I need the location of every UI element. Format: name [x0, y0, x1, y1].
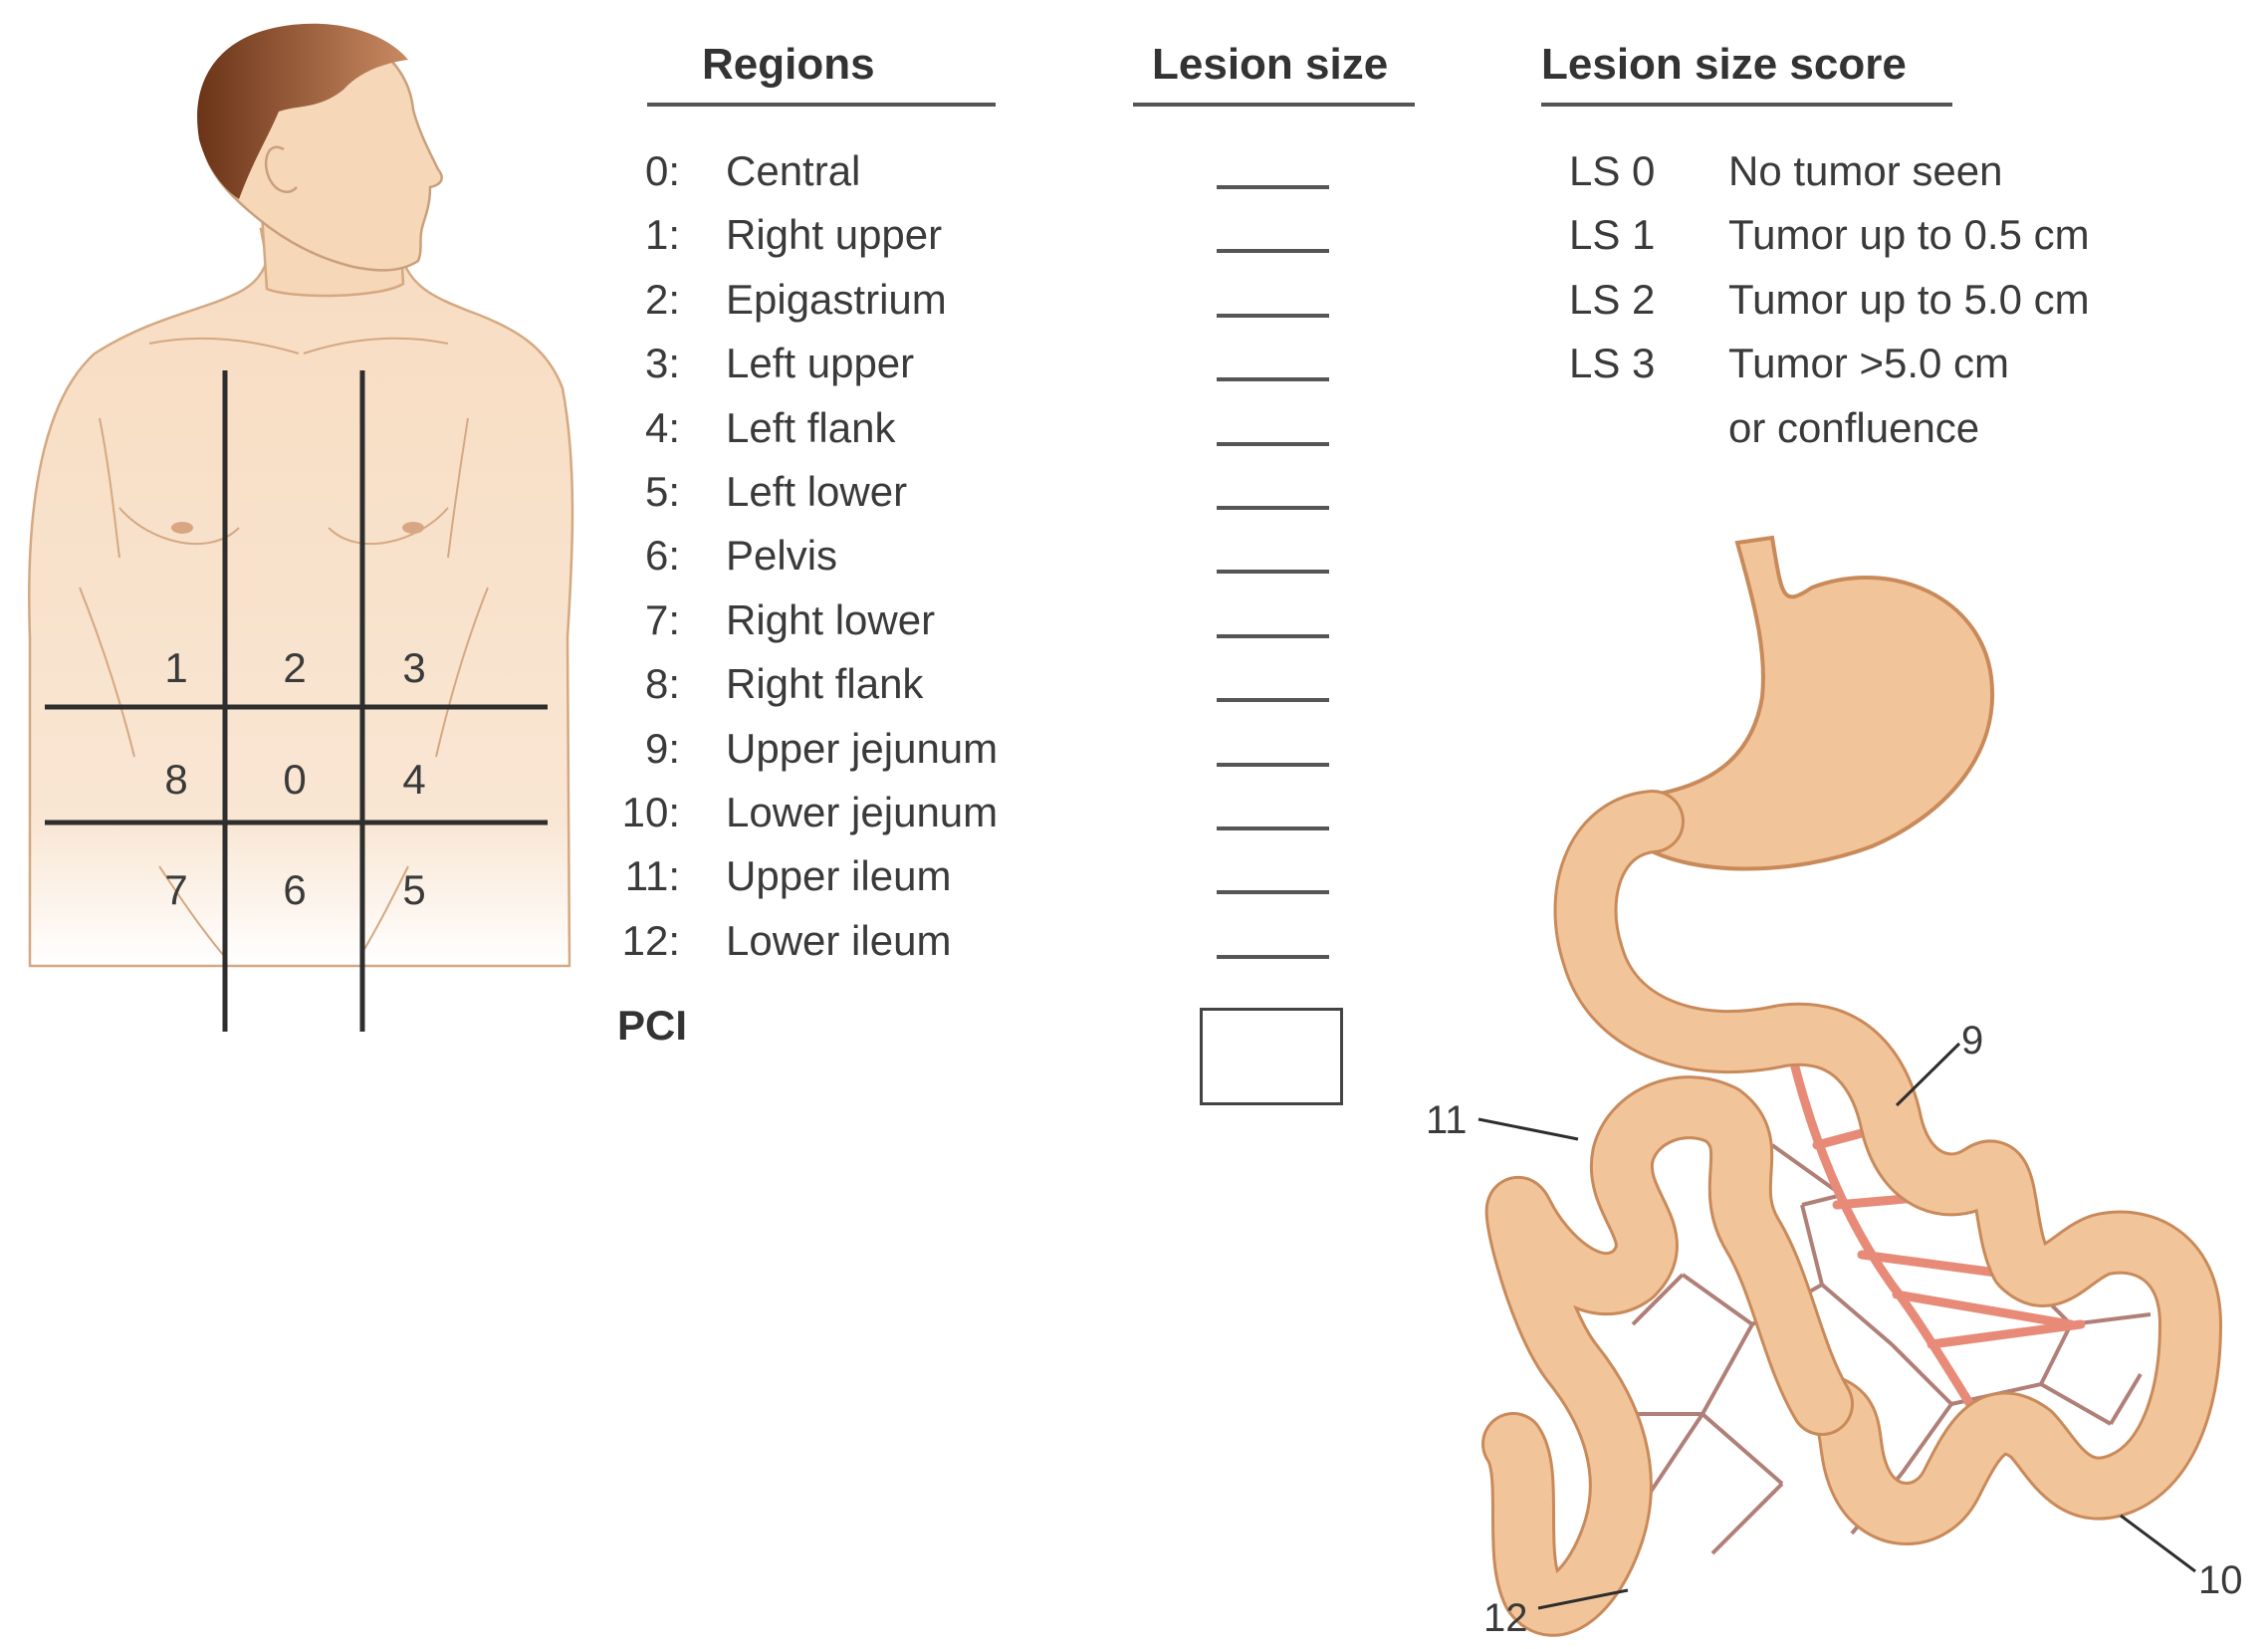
pci-score-box[interactable]	[1200, 1008, 1343, 1105]
mesenteric-vessels	[1787, 1051, 2086, 1419]
lesion-size-score-header-rule	[1541, 103, 1952, 107]
lesion-size-score-header: Lesion size score	[1541, 40, 1907, 89]
leader-10	[2120, 1514, 2196, 1573]
score-code: LS 3	[1569, 340, 1656, 387]
region-number: 5:	[644, 468, 680, 515]
bowel-label-12: 12	[1483, 1596, 1528, 1640]
grid-num-3: 3	[402, 644, 425, 691]
region-number: 12:	[621, 916, 680, 964]
lesion-size-header-rule	[1133, 103, 1415, 107]
abdominal-grid	[45, 370, 548, 1032]
hair	[197, 23, 408, 200]
region-number: 8:	[644, 660, 680, 708]
right-nipple	[402, 522, 424, 534]
regions-header-rule	[647, 103, 996, 107]
bowel-leader-lines	[1477, 1042, 2196, 1610]
region-number: 6:	[644, 532, 680, 580]
grid-num-6: 6	[283, 866, 306, 913]
region-name: Right flank	[726, 660, 924, 708]
score-description: Tumor up to 5.0 cm	[1728, 275, 2090, 323]
small-bowel-upper-fill	[1556, 793, 2219, 1542]
region-name: Lower ileum	[726, 916, 952, 964]
score-code: LS 1	[1569, 211, 1656, 259]
left-nipple	[171, 522, 193, 534]
region-number: 7:	[644, 595, 680, 643]
bowel-label-9: 9	[1961, 1019, 1983, 1062]
score-description: Tumor up to 0.5 cm	[1728, 211, 2090, 259]
grid-num-2: 2	[283, 644, 306, 691]
region-number: 11:	[624, 852, 680, 900]
region-name: Upper jejunum	[726, 724, 999, 772]
lesion-size-blank[interactable]	[1217, 185, 1329, 189]
region-name: Lower jejunum	[726, 789, 999, 835]
small-bowel-lower-fill	[1484, 1078, 1851, 1634]
torso-figure	[28, 23, 574, 968]
bowel-labels: 9 11 12 10	[1426, 1019, 2243, 1640]
score-description: Tumor >5.0 cm	[1728, 340, 2010, 387]
lesion-size-blank[interactable]	[1217, 826, 1329, 830]
region-name: Left upper	[726, 340, 915, 387]
region-number: 10:	[621, 789, 680, 835]
lesion-size-blank[interactable]	[1217, 377, 1329, 382]
regions-header: Regions	[702, 40, 875, 89]
score-code: LS 0	[1569, 147, 1656, 194]
lesion-size-blank[interactable]	[1217, 313, 1329, 318]
leader-12	[1537, 1588, 1629, 1610]
lesion-size-blank[interactable]	[1217, 890, 1329, 895]
lesion-size-blank[interactable]	[1217, 698, 1329, 703]
region-name: Pelvis	[726, 532, 838, 580]
lesion-size-blank[interactable]	[1217, 954, 1329, 959]
grid-num-1: 1	[164, 644, 187, 691]
region-number: 3:	[644, 340, 680, 387]
lesion-size-blank[interactable]	[1217, 762, 1329, 767]
lesion-size-header: Lesion size	[1152, 40, 1389, 89]
lesion-size-blank[interactable]	[1217, 506, 1329, 510]
pci-label: PCI	[617, 1002, 688, 1049]
bowel-label-11: 11	[1426, 1098, 1468, 1142]
score-description: No tumor seen	[1728, 147, 2003, 194]
lesion-size-blank[interactable]	[1217, 633, 1329, 638]
region-number: 9:	[644, 724, 680, 772]
leader-9	[1895, 1042, 1961, 1107]
bowel-illustration	[1481, 535, 2222, 1637]
chest-lines	[79, 337, 489, 957]
region-name: Left flank	[726, 403, 896, 451]
region-name: Right upper	[726, 211, 943, 259]
grid-num-8: 8	[164, 756, 187, 803]
region-name: Left lower	[726, 468, 908, 515]
grid-numbers: 1 2 3 8 0 4 7 6 5	[164, 644, 425, 913]
score-description: or confluence	[1728, 403, 1980, 451]
grid-num-0: 0	[283, 756, 306, 803]
stomach	[1641, 535, 1995, 871]
region-name: Upper ileum	[726, 852, 952, 900]
bowel-label-10: 10	[2198, 1558, 2243, 1602]
region-number: 2:	[644, 275, 680, 323]
score-code: LS 2	[1569, 275, 1656, 323]
leader-11	[1477, 1117, 1579, 1141]
lesion-size-blank[interactable]	[1217, 570, 1329, 575]
region-number: 4:	[644, 403, 680, 451]
lesion-size-blank[interactable]	[1217, 249, 1329, 254]
region-name: Right lower	[726, 595, 936, 643]
torso-body	[28, 227, 574, 968]
ear	[264, 145, 298, 193]
region-name: Epigastrium	[726, 275, 947, 323]
region-number: 0:	[644, 147, 680, 194]
region-name: Central	[726, 147, 861, 194]
grid-num-5: 5	[402, 866, 425, 913]
region-number: 1:	[644, 211, 680, 259]
grid-num-7: 7	[164, 866, 187, 913]
lesion-size-blank[interactable]	[1217, 441, 1329, 446]
grid-num-4: 4	[402, 756, 425, 803]
